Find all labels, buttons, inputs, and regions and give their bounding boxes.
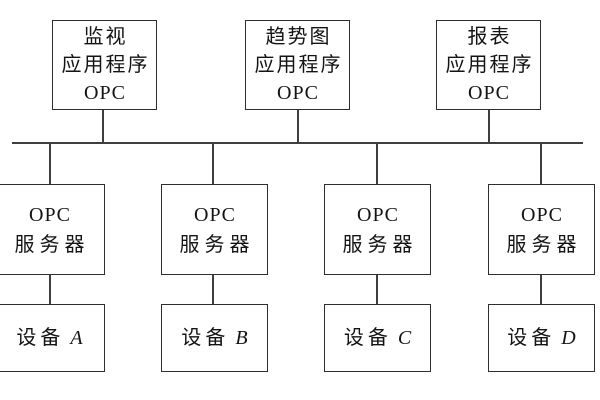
device-a-letter: A xyxy=(70,327,83,349)
device-d-letter: D xyxy=(561,327,576,349)
server-box-4-line2: 服务器 xyxy=(506,233,582,256)
connector-bus-server3 xyxy=(376,144,378,184)
server-box-4: OPC 服务器 xyxy=(488,184,595,275)
bus-line xyxy=(12,142,583,144)
device-c-prefix: 设备 xyxy=(343,327,392,349)
device-c-letter: C xyxy=(397,327,412,349)
connector-bus-server2 xyxy=(212,144,214,184)
device-b-prefix: 设备 xyxy=(181,327,230,349)
app-box-report-line1: 报表 xyxy=(467,26,512,48)
server-box-3-line1: OPC xyxy=(357,203,399,226)
app-box-trend: 趋势图 应用程序 OPC xyxy=(245,20,350,110)
server-box-2-line2: 服务器 xyxy=(179,233,255,256)
app-box-report-line2: 应用程序 xyxy=(445,54,534,76)
connector-server1-device-a xyxy=(49,275,51,304)
connector-server3-device-c xyxy=(376,275,378,304)
connector-bus-server4 xyxy=(540,144,542,184)
connector-app3-bus xyxy=(488,110,490,142)
app-box-monitoring-line1: 监视 xyxy=(83,26,128,48)
app-box-monitoring-line3: OPC xyxy=(84,82,126,104)
app-box-report-line3: OPC xyxy=(468,82,510,104)
server-box-4-line1: OPC xyxy=(521,203,563,226)
server-box-3-line2: 服务器 xyxy=(342,233,418,256)
app-box-monitoring-line2: 应用程序 xyxy=(61,54,150,76)
server-box-3: OPC 服务器 xyxy=(324,184,431,275)
connector-server4-device-d xyxy=(540,275,542,304)
server-box-2: OPC 服务器 xyxy=(161,184,268,275)
server-box-1: OPC 服务器 xyxy=(0,184,105,275)
device-b-letter: B xyxy=(235,327,248,349)
app-box-trend-line3: OPC xyxy=(277,82,319,104)
connector-app1-bus xyxy=(102,110,104,142)
server-box-1-line2: 服务器 xyxy=(14,233,90,256)
app-box-trend-line1: 趋势图 xyxy=(265,26,332,48)
app-box-report: 报表 应用程序 OPC xyxy=(436,20,541,110)
server-box-2-line1: OPC xyxy=(194,203,236,226)
connector-app2-bus xyxy=(297,110,299,142)
connector-server2-device-b xyxy=(212,275,214,304)
device-a-prefix: 设备 xyxy=(16,327,65,349)
device-d-prefix: 设备 xyxy=(507,327,556,349)
server-box-1-line1: OPC xyxy=(29,203,71,226)
app-box-monitoring: 监视 应用程序 OPC xyxy=(52,20,157,110)
app-box-trend-line2: 应用程序 xyxy=(254,54,343,76)
connector-bus-server1 xyxy=(49,144,51,184)
